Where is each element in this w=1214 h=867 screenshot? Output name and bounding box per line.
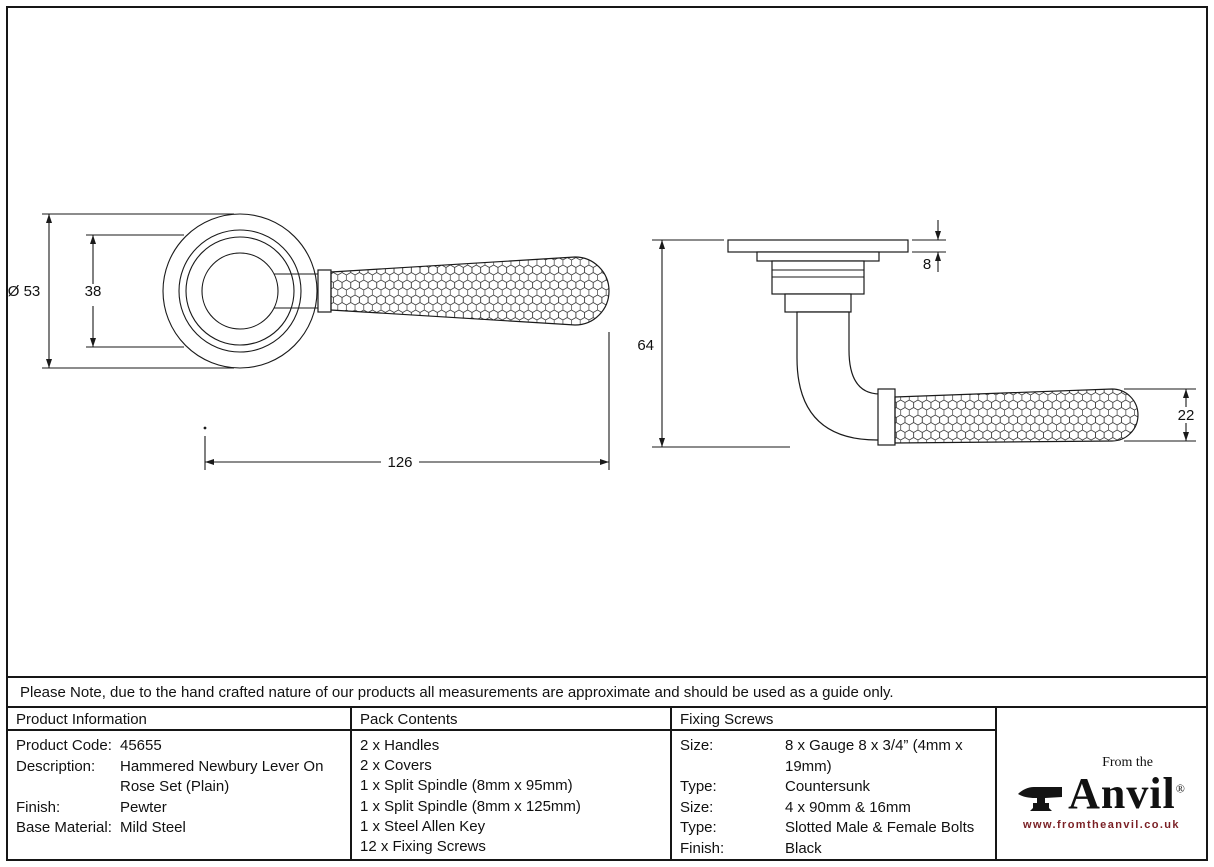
- row-value: 4 x 90mm & 16mm: [785, 798, 911, 816]
- brand-logo-cell: From the Anvil® www.fromtheanvil.co.uk: [997, 708, 1206, 859]
- row-value: Slotted Male & Female Bolts: [785, 819, 975, 836]
- dimension-length-126: 126: [204, 332, 610, 471]
- lever-neck: [274, 273, 318, 309]
- reference-dot: [203, 426, 207, 430]
- product-info-header: Product Information: [8, 708, 350, 731]
- registered-mark: ®: [1175, 781, 1186, 796]
- row-label: Size:: [680, 737, 714, 754]
- dimension-inner-38: 38: [85, 234, 184, 348]
- lever-collar: [317, 269, 332, 313]
- lever-collar-side: [877, 388, 896, 446]
- dimension-plate-8: 8: [912, 220, 946, 273]
- row-value: 8 x Gauge 8 x 3/4” (4mm x 19mm): [785, 737, 963, 775]
- fixing-screws-body: Size: 8 x Gauge 8 x 3/4” (4mm x 19mm) Ty…: [672, 731, 995, 861]
- brand-url: www.fromtheanvil.co.uk: [1023, 819, 1180, 832]
- spec-table: Product Information Product Code: 45655 …: [8, 708, 1206, 861]
- row-label: Size:: [680, 798, 714, 816]
- product-info-body: Product Code: 45655 Description: Hammere…: [8, 731, 350, 839]
- dimension-diameter-53: Ø 53: [8, 213, 234, 369]
- pack-contents-body: 2 x Handles 2 x Covers 1 x Split Spindle…: [352, 731, 670, 857]
- row-label: Description:: [16, 757, 96, 775]
- rose-plate-side: [727, 239, 909, 253]
- measurement-note: Please Note, due to the hand crafted nat…: [8, 676, 1206, 708]
- brand-name-text: Anvil: [1068, 769, 1176, 819]
- product-info-column: Product Information Product Code: 45655 …: [8, 708, 352, 859]
- row-label: Base Material:: [680, 859, 785, 861]
- list-item: 2 x Covers: [360, 757, 432, 775]
- list-item: 12 x Fixing Screws: [360, 838, 486, 856]
- fixing-screws-header: Fixing Screws: [672, 708, 995, 731]
- note-text: Please Note, due to the hand crafted nat…: [20, 683, 894, 701]
- dimension-lever-22: 22: [1124, 388, 1196, 442]
- table-row: Finish: Pewter: [16, 798, 344, 819]
- side-view: 8 64 22: [637, 220, 1196, 448]
- row-value: 45655: [120, 737, 162, 754]
- dim-label-inner: 38: [85, 283, 102, 300]
- dim-label-lever: 22: [1178, 407, 1195, 424]
- table-row: Finish: Black: [680, 839, 989, 860]
- hammered-grip-front: [330, 256, 610, 326]
- table-row: Product Code: 45655: [16, 736, 344, 757]
- rose-ring-circle: [178, 229, 302, 353]
- dimension-projection-64: 64: [637, 239, 790, 448]
- list-item: 1 x Steel Allen Key: [360, 817, 486, 835]
- fixing-screws-column: Fixing Screws Size: 8 x Gauge 8 x 3/4” (…: [672, 708, 997, 861]
- table-row: Type: Slotted Male & Female Bolts: [680, 818, 989, 839]
- lever-boss-side: [784, 293, 852, 313]
- row-label: Product Code:: [16, 737, 112, 754]
- row-label: Finish:: [16, 798, 61, 816]
- front-view: Ø 53 38 126: [8, 213, 610, 471]
- row-value: Countersunk: [785, 778, 871, 795]
- lever-elbow-side: [796, 311, 881, 441]
- row-value: Hammered Newbury Lever On Rose Set (Plai…: [120, 757, 324, 796]
- row-label: Type:: [680, 778, 717, 795]
- row-value: Mild Steel: [120, 819, 186, 836]
- spec-sheet: Ø 53 38 126: [6, 6, 1208, 861]
- pack-contents-column: Pack Contents 2 x Handles 2 x Covers 1 x…: [352, 708, 672, 859]
- dim-label-diameter: Ø 53: [8, 283, 40, 300]
- row-label: Base Material:: [16, 819, 112, 836]
- list-item: 1 x Split Spindle (8mm x 95mm): [360, 777, 573, 795]
- anvil-icon: [1018, 787, 1063, 812]
- list-item: 2 x Handles: [360, 737, 440, 754]
- brand-logo: From the Anvil®: [1017, 756, 1186, 816]
- dim-label-projection: 64: [637, 337, 654, 354]
- brand-name: Anvil®: [1068, 772, 1186, 816]
- row-value: Pewter: [120, 798, 167, 816]
- table-row: Size: 8 x Gauge 8 x 3/4” (4mm x 19mm): [680, 736, 989, 777]
- dim-label-plate: 8: [923, 256, 931, 273]
- row-label: Finish:: [680, 839, 725, 857]
- list-item: 1 x Split Spindle (8mm x 125mm): [360, 797, 581, 815]
- row-value: Black: [785, 839, 822, 857]
- technical-drawings: Ø 53 38 126: [8, 8, 1206, 676]
- brand-from-the: From the: [1102, 755, 1154, 771]
- table-row: Base Material: Mild Steel: [16, 818, 344, 839]
- lever-hub-circle: [201, 252, 279, 330]
- rose-cylinder-rings: [772, 269, 864, 278]
- hammered-grip-side: [894, 388, 1139, 444]
- rose-step-side: [756, 251, 880, 262]
- drawing-canvas: Ø 53 38 126: [8, 213, 1196, 471]
- table-row: Size: 4 x 90mm & 16mm: [680, 798, 989, 819]
- table-row: Type: Countersunk: [680, 777, 989, 798]
- row-value: Stainless Steel: [785, 859, 989, 861]
- row-label: Type:: [680, 819, 717, 836]
- dim-label-length: 126: [387, 454, 412, 471]
- table-row: Description: Hammered Newbury Lever On R…: [16, 757, 344, 798]
- brand-wordmark: From the Anvil®: [1068, 756, 1186, 816]
- rose-inner-circle: [185, 236, 295, 346]
- pack-contents-header: Pack Contents: [352, 708, 670, 731]
- rose-outer-circle: [162, 213, 318, 369]
- table-row: Base Material: Stainless Steel: [680, 859, 989, 861]
